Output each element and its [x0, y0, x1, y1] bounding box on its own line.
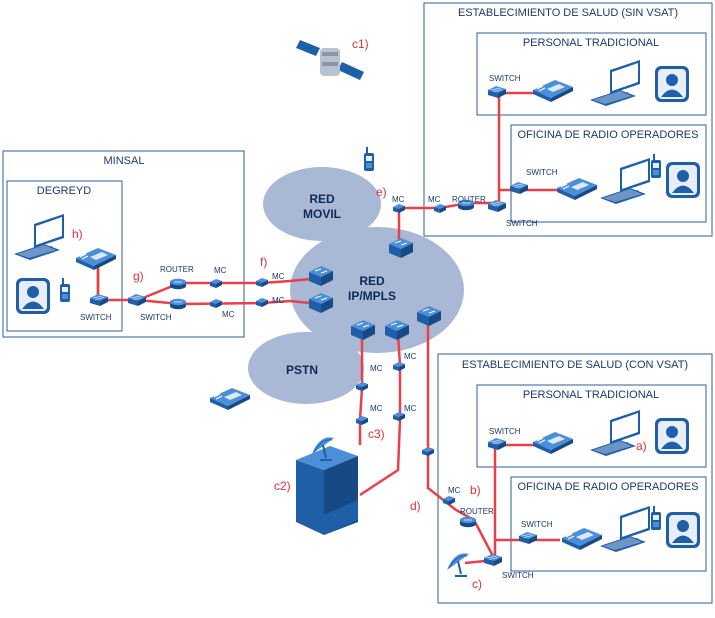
mc-device[interactable]	[422, 447, 434, 456]
switch-device[interactable]	[89, 293, 109, 307]
mc-label: MC	[448, 486, 461, 495]
marker-h: h)	[72, 227, 83, 241]
router-label: ROUTER	[160, 265, 194, 274]
mc-label: MC	[370, 404, 383, 413]
cloud-ipmpls-label-2: IP/MPLS	[348, 289, 396, 303]
site-con-vsat: ESTABLECIMIENTO DE SALUD (CON VSAT) PERS…	[437, 353, 713, 604]
switch-label: SWITCH	[80, 313, 112, 322]
degreyd-title: DEGREYD	[37, 185, 91, 197]
cloud-pstn-label: PSTN	[286, 363, 318, 377]
cloud-red-movil	[263, 167, 381, 241]
router-device[interactable]	[169, 298, 187, 310]
ip-phone[interactable]	[532, 79, 574, 103]
cloud-movil-label-1: RED	[309, 192, 335, 206]
ip-phone[interactable]	[556, 177, 598, 201]
mc-device[interactable]	[256, 298, 268, 307]
marker-f: f)	[260, 255, 267, 269]
switch-label: SWITCH	[489, 427, 521, 436]
cloud-ipmpls-label-1: RED	[359, 274, 385, 288]
switch-device[interactable]	[483, 553, 503, 567]
minsal-title: MINSAL	[104, 155, 145, 167]
mc-label: MC	[222, 310, 235, 319]
satellite-icon	[296, 40, 364, 80]
sin-vsat-radio-title: OFICINA DE RADIO OPERADORES	[518, 129, 699, 141]
router-label: ROUTER	[460, 507, 494, 516]
mc-device[interactable]	[256, 278, 268, 287]
switch-device[interactable]	[487, 437, 507, 451]
switch-device[interactable]	[487, 85, 507, 99]
marker-d: d)	[410, 499, 421, 513]
computer[interactable]	[590, 60, 640, 106]
mc-label: MC	[392, 195, 405, 204]
ip-phone[interactable]	[209, 387, 251, 411]
computer[interactable]	[600, 158, 650, 204]
mc-label: MC	[428, 195, 441, 204]
switch-label: SWITCH	[506, 219, 538, 228]
switch-label: SWITCH	[489, 74, 521, 83]
mc-label: MC	[404, 404, 417, 413]
user-avatar	[666, 162, 700, 198]
mc-device[interactable]	[393, 204, 405, 213]
switch-device[interactable]	[518, 531, 538, 545]
radio-handset[interactable]	[60, 278, 70, 302]
marker-c2: c2)	[274, 479, 291, 493]
user-avatar	[655, 418, 689, 454]
mc-device[interactable]	[434, 204, 446, 213]
switch-device[interactable]	[509, 181, 529, 195]
mc-device[interactable]	[356, 416, 368, 425]
user-avatar	[655, 66, 689, 102]
con-vsat-radio-title: OFICINA DE RADIO OPERADORES	[518, 481, 699, 493]
user-avatar	[666, 512, 700, 548]
marker-g: g)	[133, 269, 144, 283]
datacenter-building	[296, 446, 358, 535]
computer[interactable]	[600, 506, 650, 552]
cloud-pstn	[248, 332, 364, 404]
router-label: ROUTER	[452, 195, 486, 204]
mc-label: MC	[214, 266, 227, 275]
marker-c3: c3)	[368, 427, 385, 441]
marker-b: b)	[470, 483, 481, 497]
satellite-dish-icon	[446, 552, 470, 577]
sin-vsat-personal-title: PERSONAL TRADICIONAL	[523, 37, 659, 49]
site-sin-vsat: ESTABLECIMIENTO DE SALUD (SIN VSAT) PERS…	[423, 2, 713, 237]
router-device[interactable]	[169, 278, 187, 290]
switch-label: SWITCH	[502, 571, 534, 580]
computer[interactable]	[590, 410, 640, 456]
user-avatar	[16, 278, 50, 314]
mc-label: MC	[272, 296, 285, 305]
switch-label: SWITCH	[140, 313, 172, 322]
mc-device[interactable]	[443, 496, 455, 505]
router-device[interactable]	[459, 516, 477, 528]
mc-label: MC	[404, 352, 417, 361]
switch-label: SWITCH	[521, 520, 553, 529]
site-sin-vsat-title: ESTABLECIMIENTO DE SALUD (SIN VSAT)	[458, 7, 678, 19]
mc-device[interactable]	[210, 299, 222, 308]
mc-device[interactable]	[210, 279, 222, 288]
marker-c1: c1)	[352, 37, 369, 51]
computer[interactable]	[14, 214, 64, 260]
switch-device[interactable]	[127, 293, 147, 307]
marker-e: e)	[376, 185, 387, 199]
switch-label: SWITCH	[526, 168, 558, 177]
radio-handset[interactable]	[651, 506, 661, 530]
marker-a: a)	[636, 439, 647, 453]
mc-device[interactable]	[393, 412, 405, 421]
ip-phone[interactable]	[561, 527, 603, 551]
mc-device[interactable]	[393, 362, 405, 371]
con-vsat-personal-title: PERSONAL TRADICIONAL	[523, 389, 659, 401]
radio-handset[interactable]	[364, 147, 374, 171]
cloud-movil-label-2: MOVIL	[303, 207, 341, 221]
mc-label: MC	[272, 272, 285, 281]
site-con-vsat-title: ESTABLECIMIENTO DE SALUD (CON VSAT)	[462, 359, 688, 371]
mc-label: MC	[370, 364, 383, 373]
network-links	[96, 91, 560, 565]
marker-c: c)	[472, 577, 482, 591]
site-minsal: MINSAL DEGREYD	[2, 150, 245, 338]
ip-phone[interactable]	[75, 247, 117, 271]
radio-handset[interactable]	[651, 154, 661, 178]
ip-phone[interactable]	[532, 431, 574, 455]
